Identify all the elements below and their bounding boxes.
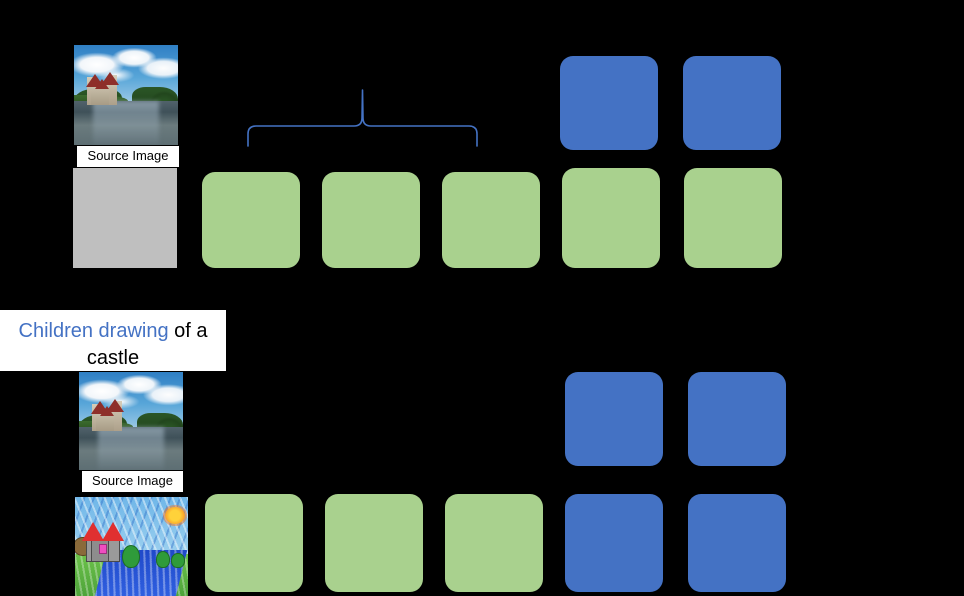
title-highlight-text: Children drawing bbox=[18, 320, 169, 342]
placeholder-tile-4-4[interactable] bbox=[565, 494, 663, 592]
gray-placeholder bbox=[73, 168, 177, 268]
castle-tower-right bbox=[113, 401, 123, 431]
river-water bbox=[74, 101, 178, 145]
castle-tower-left bbox=[92, 403, 101, 431]
source-image-caption-bottom: Source Image bbox=[82, 471, 183, 492]
placeholder-tile-2-1[interactable] bbox=[202, 172, 300, 268]
drawing-castle-roof-right bbox=[102, 522, 125, 542]
source-image-caption-top-label: Source Image bbox=[87, 148, 169, 164]
placeholder-tile-4-5[interactable] bbox=[688, 494, 786, 592]
castle-shape bbox=[90, 398, 124, 431]
castle-tower-right bbox=[108, 75, 118, 105]
castle-shape bbox=[85, 72, 119, 105]
placeholder-tile-2-5[interactable] bbox=[684, 168, 782, 268]
drawing-tree-3 bbox=[171, 553, 185, 569]
drawing-tree-1 bbox=[122, 544, 141, 569]
placeholder-tile-4-3[interactable] bbox=[445, 494, 543, 592]
placeholder-tile-4-2[interactable] bbox=[325, 494, 423, 592]
placeholder-tile-2-3[interactable] bbox=[442, 172, 540, 268]
drawing-castle-door bbox=[99, 543, 108, 555]
placeholder-tile-1-2[interactable] bbox=[683, 56, 781, 150]
river-water bbox=[79, 426, 183, 470]
title-text-box: Children drawing of a castle bbox=[0, 310, 226, 371]
title-rest-text: of a castle bbox=[86, 320, 208, 369]
placeholder-tile-3-1[interactable] bbox=[565, 372, 663, 466]
grouping-brace-icon bbox=[247, 89, 478, 147]
placeholder-tile-1-1[interactable] bbox=[560, 56, 658, 150]
grouping-brace bbox=[240, 88, 485, 148]
source-image-caption-top: Source Image bbox=[77, 146, 179, 167]
drawing-sun bbox=[165, 506, 185, 524]
placeholder-tile-2-2[interactable] bbox=[322, 172, 420, 268]
drawing-castle-roof-left bbox=[82, 522, 105, 542]
drawing-tree-2 bbox=[155, 551, 170, 569]
castle-roof-right bbox=[100, 72, 119, 86]
children-drawing bbox=[75, 497, 188, 596]
castle-roof-right bbox=[105, 398, 124, 412]
placeholder-tile-2-4[interactable] bbox=[562, 168, 660, 268]
castle-tower-left bbox=[87, 77, 96, 105]
drawing-castle bbox=[82, 522, 125, 563]
placeholder-tile-4-1[interactable] bbox=[205, 494, 303, 592]
source-image-caption-bottom-label: Source Image bbox=[92, 473, 173, 489]
source-photo-bottom bbox=[79, 372, 183, 470]
placeholder-tile-3-2[interactable] bbox=[688, 372, 786, 466]
source-photo-top bbox=[74, 45, 178, 145]
